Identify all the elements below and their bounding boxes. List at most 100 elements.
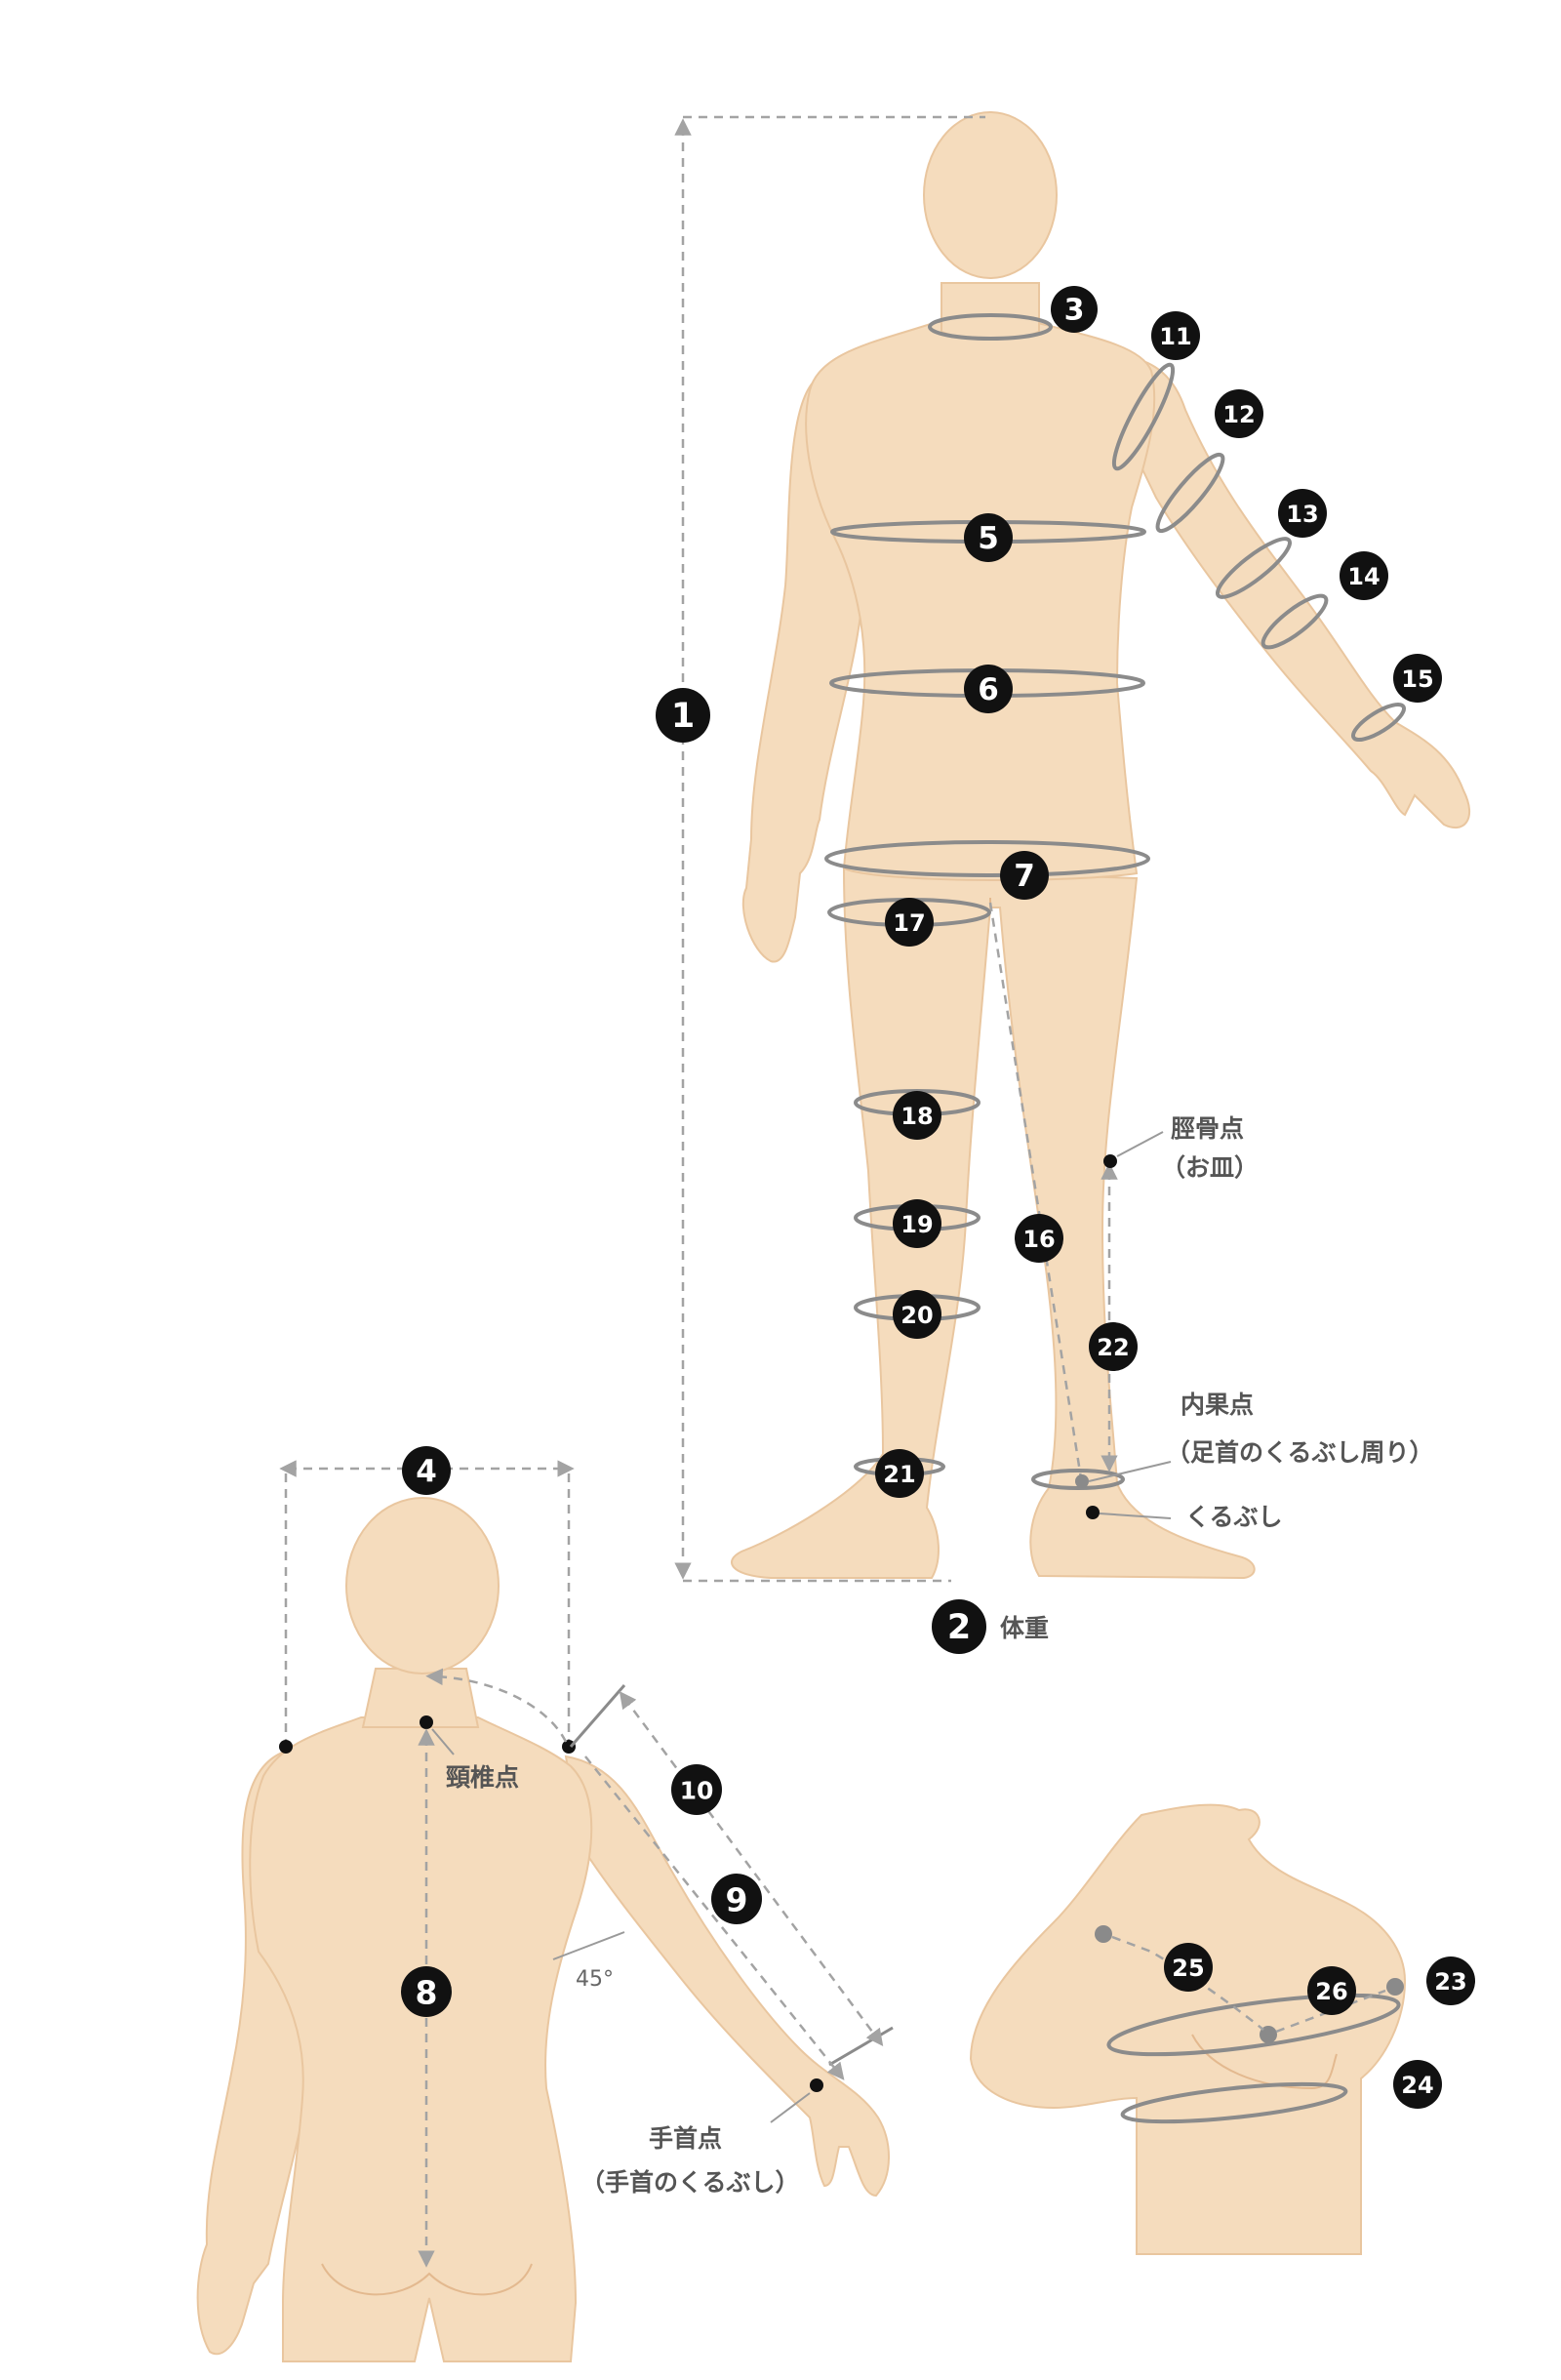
badge-number: 17: [893, 909, 925, 937]
bust-point: [1260, 2026, 1277, 2043]
wrist-tick-line: [828, 2026, 894, 2067]
badge-number: 2: [947, 1608, 971, 1647]
shoulder-arm-band: [1111, 362, 1176, 471]
badge-circle: [893, 1199, 941, 1248]
bust-figure: [969, 1803, 1407, 2255]
forearm-band: [1261, 593, 1329, 650]
badge-circle: [401, 1966, 452, 2017]
badge-circle: [402, 1446, 451, 1495]
upper-arm-band: [1155, 452, 1225, 534]
front-figure: [674, 111, 1470, 1583]
badge-circle: [964, 513, 1013, 562]
cervical-point-label: 頸椎点: [446, 1763, 519, 1792]
badge-circle: [1278, 489, 1327, 538]
measurement-badge-10: 10: [671, 1764, 722, 1815]
measurement-badge-24: 24: [1393, 2060, 1442, 2109]
badge-number: 11: [1159, 323, 1191, 350]
tibial-point-note: （お皿）: [1161, 1153, 1259, 1182]
measurement-badge-26: 26: [1307, 1966, 1356, 2015]
badge-circle: [1426, 1956, 1475, 2005]
badge-number: 15: [1401, 666, 1433, 693]
measurement-badge-16: 16: [1015, 1214, 1063, 1263]
badge-number: 21: [883, 1461, 915, 1488]
badge-number: 6: [978, 672, 999, 707]
badge-circle: [1164, 1943, 1213, 1992]
text-labels: 体重 脛骨点 （お皿） 内果点 （足首のくるぶし周り） くるぶし 頸椎点 45°…: [446, 1114, 1434, 2197]
measurement-badges: 1234567891011121314151617181920212223242…: [401, 286, 1475, 2109]
badge-number: 12: [1222, 401, 1255, 428]
badge-circle: [1015, 1214, 1063, 1263]
badge-circle: [893, 1290, 941, 1339]
measurement-badge-6: 6: [964, 665, 1013, 713]
badge-number: 19: [901, 1211, 933, 1238]
measurement-badge-8: 8: [401, 1966, 452, 2017]
measurement-badge-14: 14: [1340, 551, 1388, 600]
measurement-badge-2: 2: [932, 1599, 986, 1654]
wrist-point-label: 手首点: [649, 2124, 722, 2153]
badge-number: 18: [901, 1103, 933, 1130]
badge-circle: [875, 1449, 924, 1498]
hip-circumference-band: [824, 840, 1150, 877]
badge-number: 1: [671, 697, 695, 736]
shoulder-neck-point: [1095, 1925, 1112, 1943]
measurement-badge-22: 22: [1089, 1322, 1138, 1371]
badge-number: 25: [1172, 1955, 1204, 1982]
ankle-band-right: [1031, 1469, 1125, 1490]
badge-circle: [1393, 654, 1442, 703]
badge-number: 7: [1014, 859, 1035, 894]
angle-label: 45°: [576, 1967, 614, 1992]
measurement-badge-11: 11: [1151, 311, 1200, 360]
sleeve-length-outer: [619, 1690, 884, 2047]
weight-label: 体重: [1000, 1614, 1049, 1642]
bust-circumference-band: [1106, 1993, 1401, 2057]
measurement-badge-18: 18: [893, 1091, 941, 1140]
badge-circle: [1051, 286, 1098, 333]
left-shoulder-point: [279, 1740, 293, 1754]
measurement-badge-1: 1: [656, 688, 710, 743]
back-figure: [196, 1460, 894, 2362]
badge-circle: [885, 898, 934, 947]
badge-circle: [893, 1091, 941, 1140]
badge-number: 22: [1097, 1334, 1129, 1361]
badge-number: 10: [680, 1777, 714, 1805]
badge-number: 13: [1286, 501, 1318, 528]
badge-number: 16: [1022, 1226, 1055, 1253]
badge-number: 20: [901, 1302, 933, 1329]
badge-circle: [1340, 551, 1388, 600]
wrist-point-note: （手首のくるぶし）: [580, 2168, 800, 2197]
measurement-badge-15: 15: [1393, 654, 1442, 703]
inseam-line: [988, 902, 1083, 1479]
sleeve-length-inner: [584, 1755, 845, 2080]
bust-side-point: [1386, 1978, 1404, 1996]
malleolus-label: くるぶし: [1185, 1503, 1283, 1531]
badge-circle: [711, 1874, 762, 1924]
badge-circle: [1215, 389, 1263, 438]
measurement-badge-5: 5: [964, 513, 1013, 562]
badge-number: 9: [726, 1881, 748, 1919]
underbust-circumference-band: [1120, 2081, 1348, 2124]
badge-number: 5: [978, 521, 999, 556]
badge-number: 24: [1401, 2072, 1433, 2099]
badge-circle: [932, 1599, 986, 1654]
wrist-band: [1351, 702, 1406, 743]
cervical-point: [420, 1715, 433, 1729]
measurement-badge-13: 13: [1278, 489, 1327, 538]
badge-circle: [1307, 1966, 1356, 2015]
neck-circumference-band: [928, 313, 1053, 341]
measurement-badge-12: 12: [1215, 389, 1263, 438]
measurement-badge-25: 25: [1164, 1943, 1213, 1992]
badge-circle: [1089, 1322, 1138, 1371]
measurement-badge-20: 20: [893, 1290, 941, 1339]
badge-circle: [1393, 2060, 1442, 2109]
wrist-point: [810, 2078, 823, 2092]
badge-circle: [656, 688, 710, 743]
badge-number: 23: [1434, 1968, 1466, 1996]
tibial-point-label: 脛骨点: [1171, 1114, 1244, 1143]
badge-circle: [671, 1764, 722, 1815]
inner-malleolus-point: [1075, 1474, 1089, 1488]
badge-number: 3: [1064, 294, 1085, 328]
badge-circle: [964, 665, 1013, 713]
measurement-badge-19: 19: [893, 1199, 941, 1248]
measurement-badge-17: 17: [885, 898, 934, 947]
